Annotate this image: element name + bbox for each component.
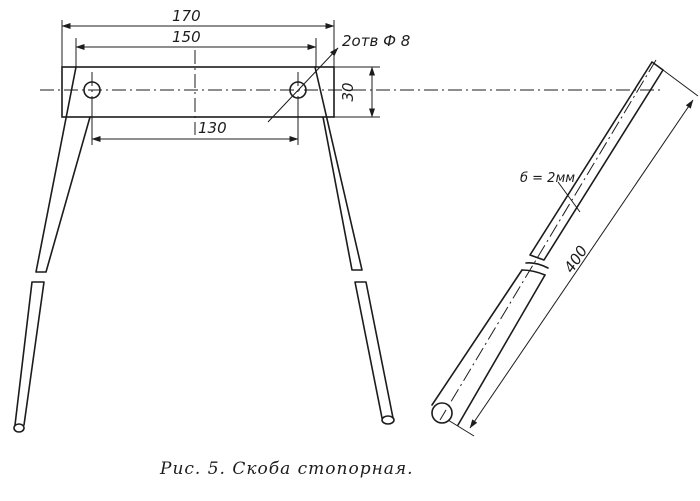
front-view: 170 150 130 30 2отв Ф 8 (13, 7, 660, 433)
dim-label-130: 130 (198, 119, 227, 137)
dim-label-150: 150 (172, 28, 201, 46)
figure-caption: Рис. 5. Скоба стопорная. (159, 459, 414, 479)
left-leg (14, 66, 91, 426)
ext-line (447, 419, 475, 437)
side-leg-end-hole (431, 402, 453, 424)
dim-label-170: 170 (172, 7, 201, 25)
left-leg-end (13, 423, 25, 433)
side-leg-upper (529, 61, 664, 261)
side-axis-line (439, 59, 657, 421)
holes-label: 2отв Ф 8 (342, 32, 410, 50)
thickness-label: б = 2мм (520, 171, 575, 186)
side-leg-lower (431, 269, 546, 426)
bracket-plate (61, 66, 335, 118)
thickness-leader (557, 181, 581, 213)
side-view: 400 б = 2мм (431, 59, 699, 437)
dim-label-30: 30 (339, 82, 357, 101)
holes-leader (267, 47, 339, 123)
break-line (521, 262, 549, 276)
dim-line-400 (469, 99, 694, 429)
dim-label-400: 400 (560, 242, 591, 276)
right-leg (314, 66, 394, 419)
right-leg-end (381, 415, 395, 425)
ext-line (662, 69, 699, 97)
